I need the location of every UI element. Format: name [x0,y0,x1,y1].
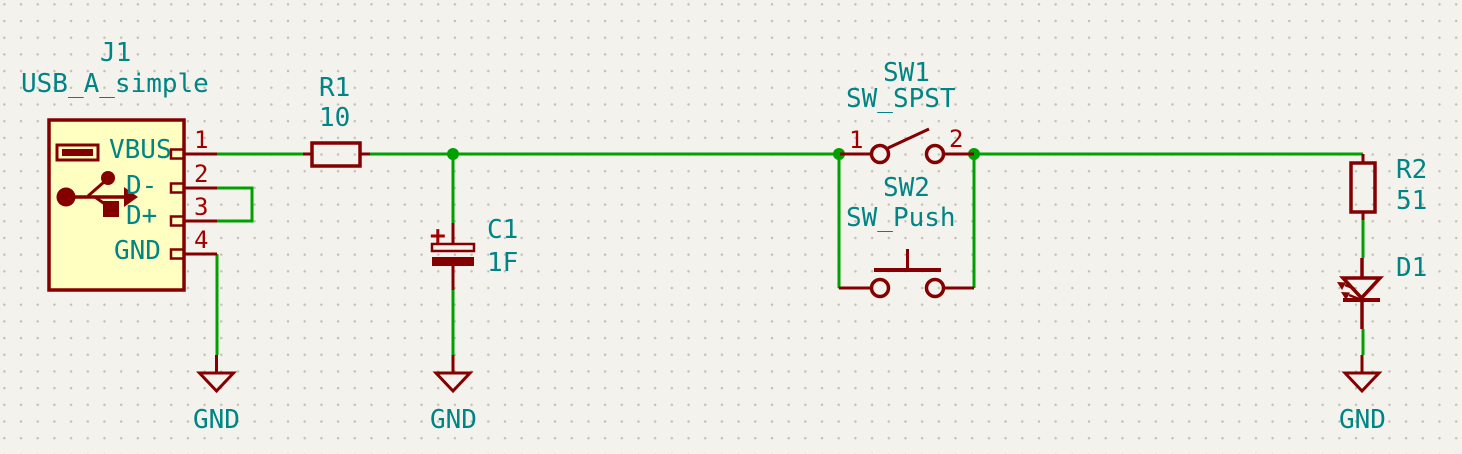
sw2-contact-left[interactable] [869,277,891,299]
c1-reference[interactable]: C1 [487,215,519,245]
led-d1[interactable] [1337,258,1385,329]
j1-pin-name-vbus: VBUS [109,135,172,165]
usb-plug-outline [55,143,100,162]
j1-value[interactable]: USB_A_simple [21,69,209,99]
junction-dot[interactable] [833,148,845,160]
c1-polarity-plus: + [430,221,446,251]
r2-value[interactable]: 51 [1396,186,1428,216]
sw1-contact-left[interactable] [869,143,891,165]
capacitor-c1[interactable] [430,223,476,290]
led-arrow-head [1337,282,1346,290]
usb-branch-up [87,180,105,198]
c1-plate-negative[interactable] [432,257,474,266]
gnd-symbol-j1[interactable] [196,355,237,394]
c1-value[interactable]: 1F [487,248,519,278]
switch-sw1[interactable] [840,127,974,165]
gnd-label-j1: GND [193,405,240,435]
gnd-label-c1: GND [430,405,477,435]
sw1-pin-number-2: 2 [949,125,964,153]
j1-pin2-box [169,182,186,194]
usb-trident-arrow [124,187,138,207]
j1-pin-number-3: 3 [194,193,209,221]
j1-pin-number-2: 2 [194,160,209,188]
r1-body[interactable] [310,141,362,168]
sw1-contact-right[interactable] [924,143,946,165]
connector-j1[interactable] [47,118,217,292]
led-arrow-head [1341,292,1350,300]
gnd-symbol-c1[interactable] [432,355,474,394]
sw1-reference[interactable]: SW1 [883,58,930,88]
j1-pin-number-1: 1 [194,126,209,154]
j1-pin-number-4: 4 [194,226,209,254]
wire-dminus-dplus-loop[interactable] [217,186,254,223]
ground-triangle-icon [1341,371,1383,394]
ground-triangle-icon [432,371,474,394]
sw1-value[interactable]: SW_SPST [846,84,956,114]
j1-pin-name-dminus: D- [126,171,158,201]
j1-pin4-box [169,248,186,260]
r1-reference[interactable]: R1 [319,73,351,103]
sw1-pin-number-1: 1 [849,126,864,154]
usb-branch-circle [101,171,115,185]
r2-body[interactable] [1349,161,1377,214]
led-emission-arrows-icon [1337,282,1360,301]
wires [215,152,1365,355]
sw2-contact-right[interactable] [924,277,946,299]
j1-pin-name-dplus: D+ [126,201,158,231]
junction-dot[interactable] [447,148,459,160]
usb-logo-icon [55,143,138,217]
led-arrow-shaft [1344,283,1356,291]
resistor-r1[interactable] [303,141,370,168]
switch-sw2[interactable] [839,249,974,299]
j1-pin3-box [169,215,186,227]
j1-pin-name-gnd: GND [114,236,161,266]
gnd-symbol-d1[interactable] [1341,355,1383,394]
usb-branch-square [103,201,119,217]
j1-reference[interactable]: J1 [100,38,132,68]
j1-pin1-box [169,148,186,160]
r1-value[interactable]: 10 [319,103,351,133]
sw2-value[interactable]: SW_Push [846,203,956,233]
gnd-label-d1: GND [1339,405,1386,435]
usb-plug-bar [62,149,93,156]
d1-reference[interactable]: D1 [1396,253,1428,283]
c1-plate-positive[interactable] [430,242,476,253]
led-arrow-shaft [1348,293,1360,301]
ground-triangle-icon [196,371,237,394]
sw2-reference[interactable]: SW2 [883,173,930,203]
r2-reference[interactable]: R2 [1396,155,1428,185]
sw1-lever[interactable] [887,127,930,150]
resistor-r2[interactable] [1349,154,1377,220]
